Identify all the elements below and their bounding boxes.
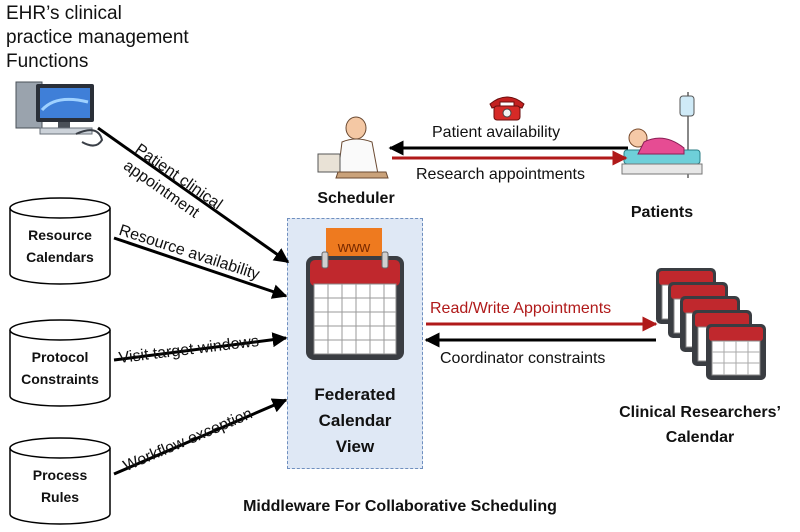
clinical-label-line: Calendar (665, 429, 735, 446)
arrow-visit-windows (113, 332, 288, 362)
clinical-label-line: Clinical Researchers’ (619, 404, 781, 421)
database-resource-calendars: Resource Calendars (8, 196, 112, 286)
research-appointments-label: Research appointments (416, 166, 585, 183)
ehr-title: EHR’s clinical practice management Funct… (6, 2, 206, 74)
telephone-icon (489, 96, 525, 121)
ehr-title-line: Functions (6, 51, 89, 72)
database-label-line: Protocol (31, 349, 89, 365)
database-label: Protocol Constraints (8, 346, 112, 390)
patients-label: Patients (630, 204, 694, 221)
ehr-title-line: EHR’s clinical (6, 3, 122, 24)
ehr-title-line: practice management (6, 27, 189, 48)
federated-calendar-label: Federated Calendar View (287, 382, 423, 460)
scheduler-person-icon (317, 116, 389, 179)
database-icon (9, 319, 111, 407)
www-text: www (337, 239, 371, 256)
federated-label-line: Federated (314, 385, 396, 404)
database-icon (9, 197, 111, 285)
database-label-line: Rules (40, 489, 80, 505)
database-label-line: Process (32, 467, 88, 483)
federated-label-line: View (335, 437, 375, 456)
database-icon (9, 437, 111, 525)
clinical-researchers-calendar-icon (656, 268, 766, 380)
federated-label-line: Calendar (318, 411, 392, 430)
clinical-researchers-calendar-label: Clinical Researchers’ Calendar (600, 400, 800, 450)
database-label-line: Calendars (26, 249, 94, 265)
coordinator-constraints-label: Coordinator constraints (440, 350, 606, 367)
footer-caption: Middleware For Collaborative Scheduling (243, 498, 557, 515)
database-label-line: Resource (28, 227, 92, 243)
database-label: Resource Calendars (8, 224, 112, 268)
database-protocol-constraints: Protocol Constraints (8, 318, 112, 408)
arrow-resource-availability (113, 236, 288, 299)
patient-availability-label: Patient availability (432, 124, 561, 141)
database-label: Process Rules (8, 464, 112, 508)
federated-calendar-icon: www (306, 228, 404, 360)
arrow-patient-appointment (97, 126, 290, 264)
database-process-rules: Process Rules (8, 436, 112, 526)
arrow-workflow-exception (113, 398, 288, 476)
read-write-appointments-label: Read/Write Appointments (430, 300, 612, 317)
scheduler-label: Scheduler (317, 190, 395, 207)
patient-bed-icon (621, 92, 703, 178)
computer-icon (15, 81, 104, 147)
database-label-line: Constraints (21, 371, 99, 387)
